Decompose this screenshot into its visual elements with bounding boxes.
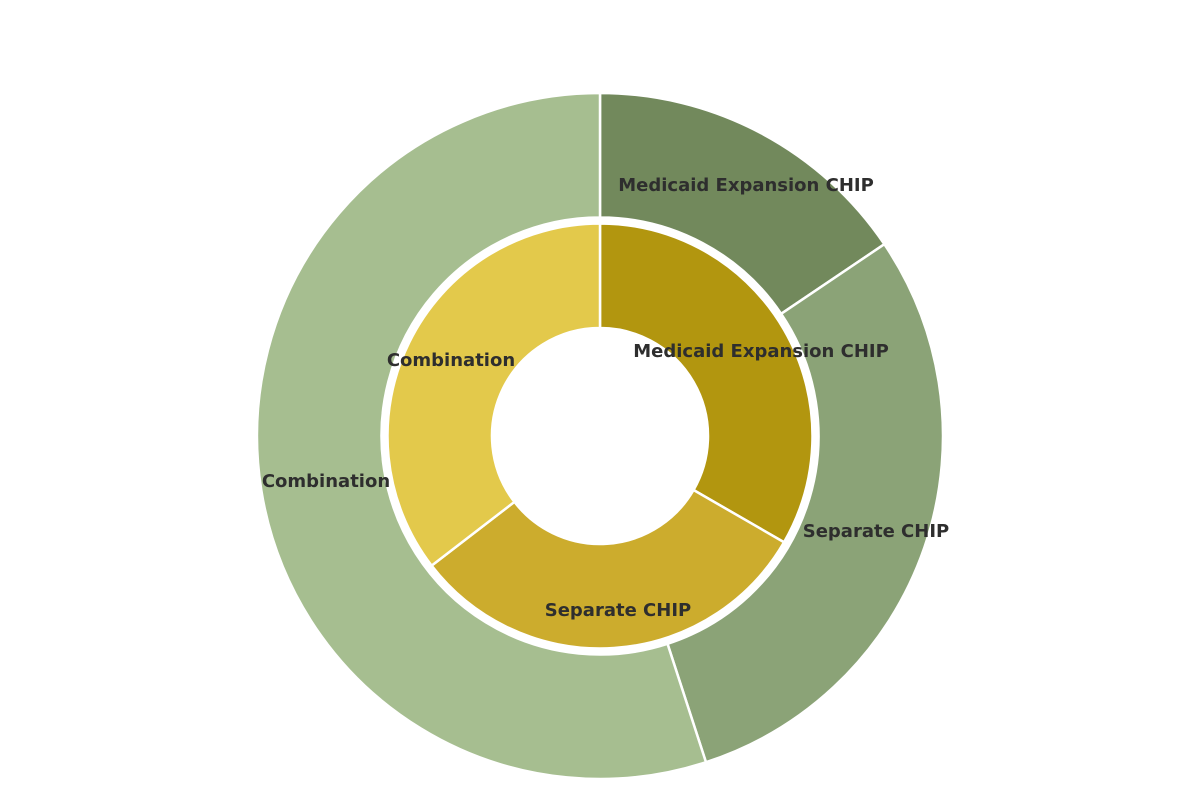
inner-ring-segment-combination[interactable] bbox=[386, 222, 602, 567]
inner-ring-segment-separate-chip[interactable] bbox=[430, 488, 786, 650]
inner-ring-label-separate-chip: Separate CHIP bbox=[545, 600, 691, 621]
outer-ring-segment-combination[interactable] bbox=[255, 91, 708, 781]
inner-ring-segment-medicaid-expansion-chip[interactable] bbox=[598, 222, 814, 544]
outer-ring-segment-separate-chip[interactable] bbox=[666, 242, 945, 764]
inner-ring-label-combination: Combination bbox=[387, 350, 515, 371]
inner-ring-label-medicaid-expansion-chip: Medicaid Expansion CHIP bbox=[633, 341, 889, 362]
outer-ring-label-medicaid-expansion-chip: Medicaid Expansion CHIP bbox=[618, 175, 874, 196]
outer-ring-label-separate-chip: Separate CHIP bbox=[803, 521, 949, 542]
outer-ring-label-combination: Combination bbox=[262, 471, 390, 492]
